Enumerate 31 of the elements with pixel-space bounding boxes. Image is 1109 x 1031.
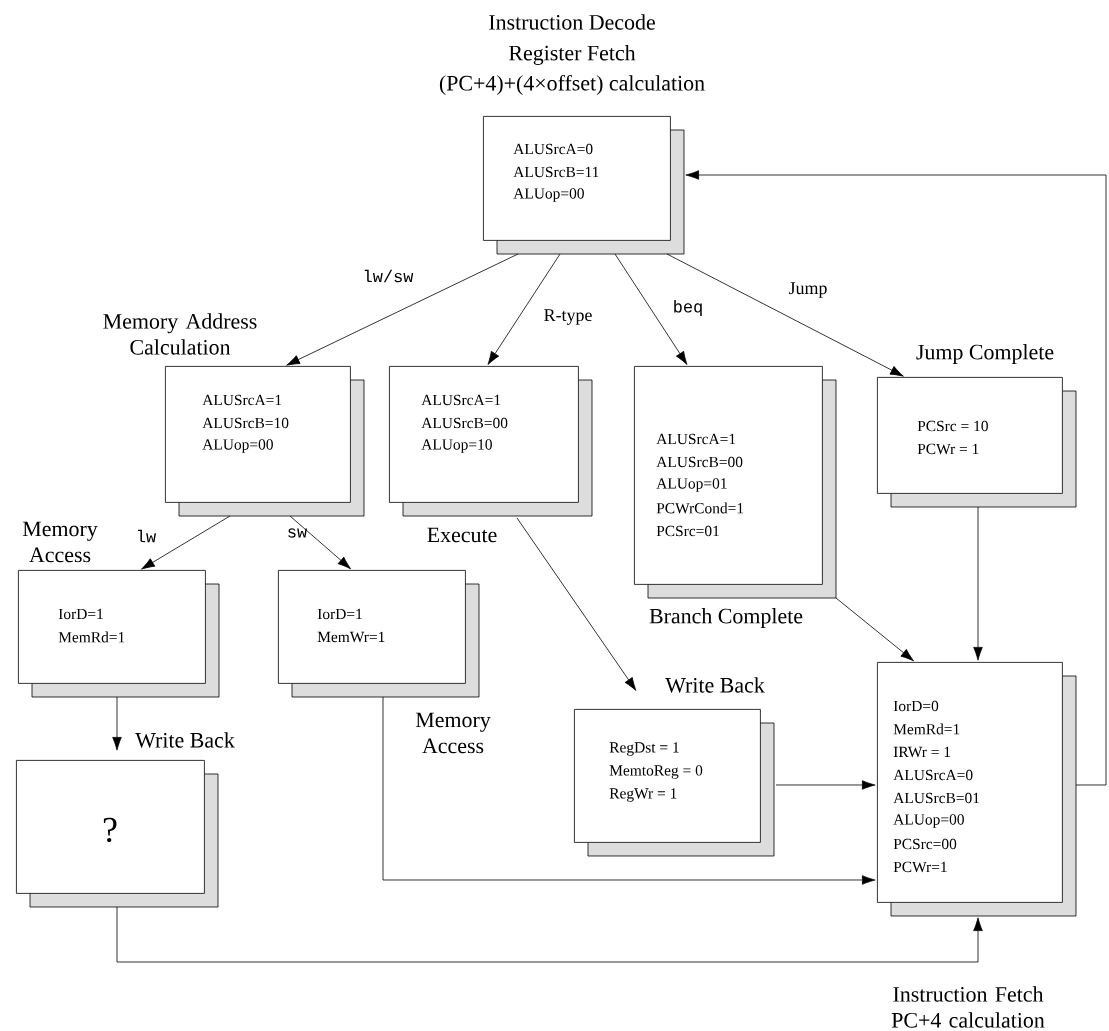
state-name: Write Back xyxy=(665,677,765,693)
edge-label: lw/sw xyxy=(364,269,414,283)
arrow xyxy=(141,515,231,570)
arrow xyxy=(516,517,637,691)
arrow xyxy=(286,253,519,366)
state-name: Execute xyxy=(427,527,497,543)
arrow xyxy=(116,906,983,963)
state-name: Instruction Decode xyxy=(489,14,655,30)
arrow xyxy=(835,597,914,662)
state-name: Instruction Fetch PC+4 calculation xyxy=(891,986,1045,1028)
state-name: Memory Access xyxy=(22,521,98,563)
arrow xyxy=(685,170,1107,786)
edge-label: lw xyxy=(138,529,156,543)
state-name: Register Fetch xyxy=(509,45,636,65)
arrow xyxy=(289,515,351,570)
edge-label: R-type xyxy=(544,309,592,325)
edge-label: beq xyxy=(674,300,702,316)
state-name: (PC+4)+(4×offset) calculation xyxy=(439,74,705,96)
arrow xyxy=(973,506,983,661)
arrow xyxy=(666,253,904,377)
arrow xyxy=(614,253,688,365)
arrow xyxy=(775,780,876,790)
state-name: Memory Address Calculation xyxy=(103,313,257,355)
arrow xyxy=(487,253,561,365)
state-name: Branch Complete xyxy=(649,608,803,628)
state-name: Jump Complete xyxy=(916,344,1054,364)
edge-label: Jump xyxy=(788,282,827,298)
arrow xyxy=(112,696,122,751)
state-name: Write Back xyxy=(135,732,235,748)
state-name: Memory Access xyxy=(415,712,491,754)
edge-label: sw xyxy=(288,528,307,538)
